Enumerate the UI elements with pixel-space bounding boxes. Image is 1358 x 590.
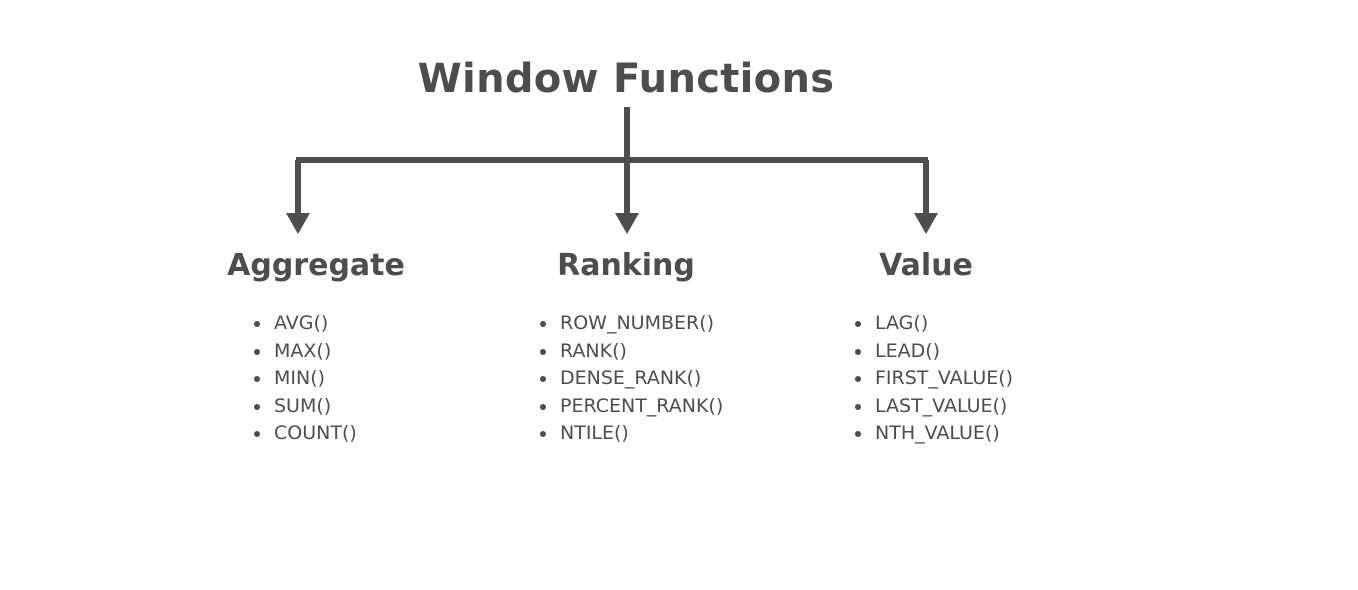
list-item: PERCENT_RANK()	[540, 393, 723, 421]
bullet-icon	[855, 321, 861, 327]
function-name: PERCENT_RANK()	[560, 394, 724, 417]
bullet-icon	[855, 348, 861, 355]
arrowhead-ranking-icon	[615, 213, 639, 234]
list-item: LAST_VALUE()	[855, 393, 1013, 421]
bullet-icon	[855, 431, 861, 437]
list-item: AVG()	[254, 310, 357, 338]
function-name: ROW_NUMBER()	[560, 312, 715, 334]
bullet-icon	[540, 376, 546, 382]
list-item: COUNT()	[254, 420, 357, 448]
bullet-icon	[855, 403, 861, 410]
bullet-icon	[540, 348, 546, 355]
list-item: ROW_NUMBER()	[540, 310, 723, 338]
function-name: SUM()	[274, 394, 332, 417]
function-name: LAG()	[875, 312, 929, 334]
category-value-heading: Value	[879, 248, 973, 283]
function-name: LEAD()	[875, 339, 941, 362]
list-item: RANK()	[540, 338, 723, 366]
list-item: DENSE_RANK()	[540, 365, 723, 393]
function-name: MAX()	[274, 339, 332, 362]
arrowhead-aggregate-icon	[286, 213, 310, 234]
bullet-icon	[540, 321, 546, 327]
list-item: SUM()	[254, 393, 357, 421]
function-name: NTH_VALUE()	[875, 422, 1000, 444]
category-aggregate-heading: Aggregate	[227, 248, 405, 283]
list-item: NTILE()	[540, 420, 723, 448]
ranking-function-list: ROW_NUMBER() RANK() DENSE_RANK() PERCENT…	[540, 310, 723, 448]
function-name: RANK()	[560, 339, 627, 362]
bullet-icon	[254, 403, 260, 410]
diagram-title: Window Functions	[417, 56, 835, 102]
function-name: DENSE_RANK()	[560, 367, 702, 389]
value-function-list: LAG() LEAD() FIRST_VALUE() LAST_VALUE() …	[855, 310, 1013, 448]
list-item: MIN()	[254, 365, 357, 393]
function-name: FIRST_VALUE()	[875, 367, 1014, 389]
function-name: LAST_VALUE()	[875, 394, 1008, 417]
list-item: LAG()	[855, 310, 1013, 338]
function-name: COUNT()	[274, 422, 357, 444]
bullet-icon	[855, 376, 861, 382]
category-ranking-heading: Ranking	[557, 248, 695, 283]
bullet-icon	[254, 431, 260, 437]
bullet-icon	[540, 431, 546, 437]
list-item: FIRST_VALUE()	[855, 365, 1013, 393]
arrowhead-value-icon	[914, 213, 938, 234]
list-item: LEAD()	[855, 338, 1013, 366]
bullet-icon	[540, 403, 546, 410]
function-name: AVG()	[274, 312, 329, 334]
function-name: MIN()	[274, 367, 326, 389]
bullet-icon	[254, 376, 260, 382]
bullet-icon	[254, 321, 260, 327]
bullet-icon	[254, 348, 260, 355]
aggregate-function-list: AVG() MAX() MIN() SUM() COUNT()	[254, 310, 357, 448]
list-item: MAX()	[254, 338, 357, 366]
function-name: NTILE()	[560, 422, 629, 444]
list-item: NTH_VALUE()	[855, 420, 1013, 448]
